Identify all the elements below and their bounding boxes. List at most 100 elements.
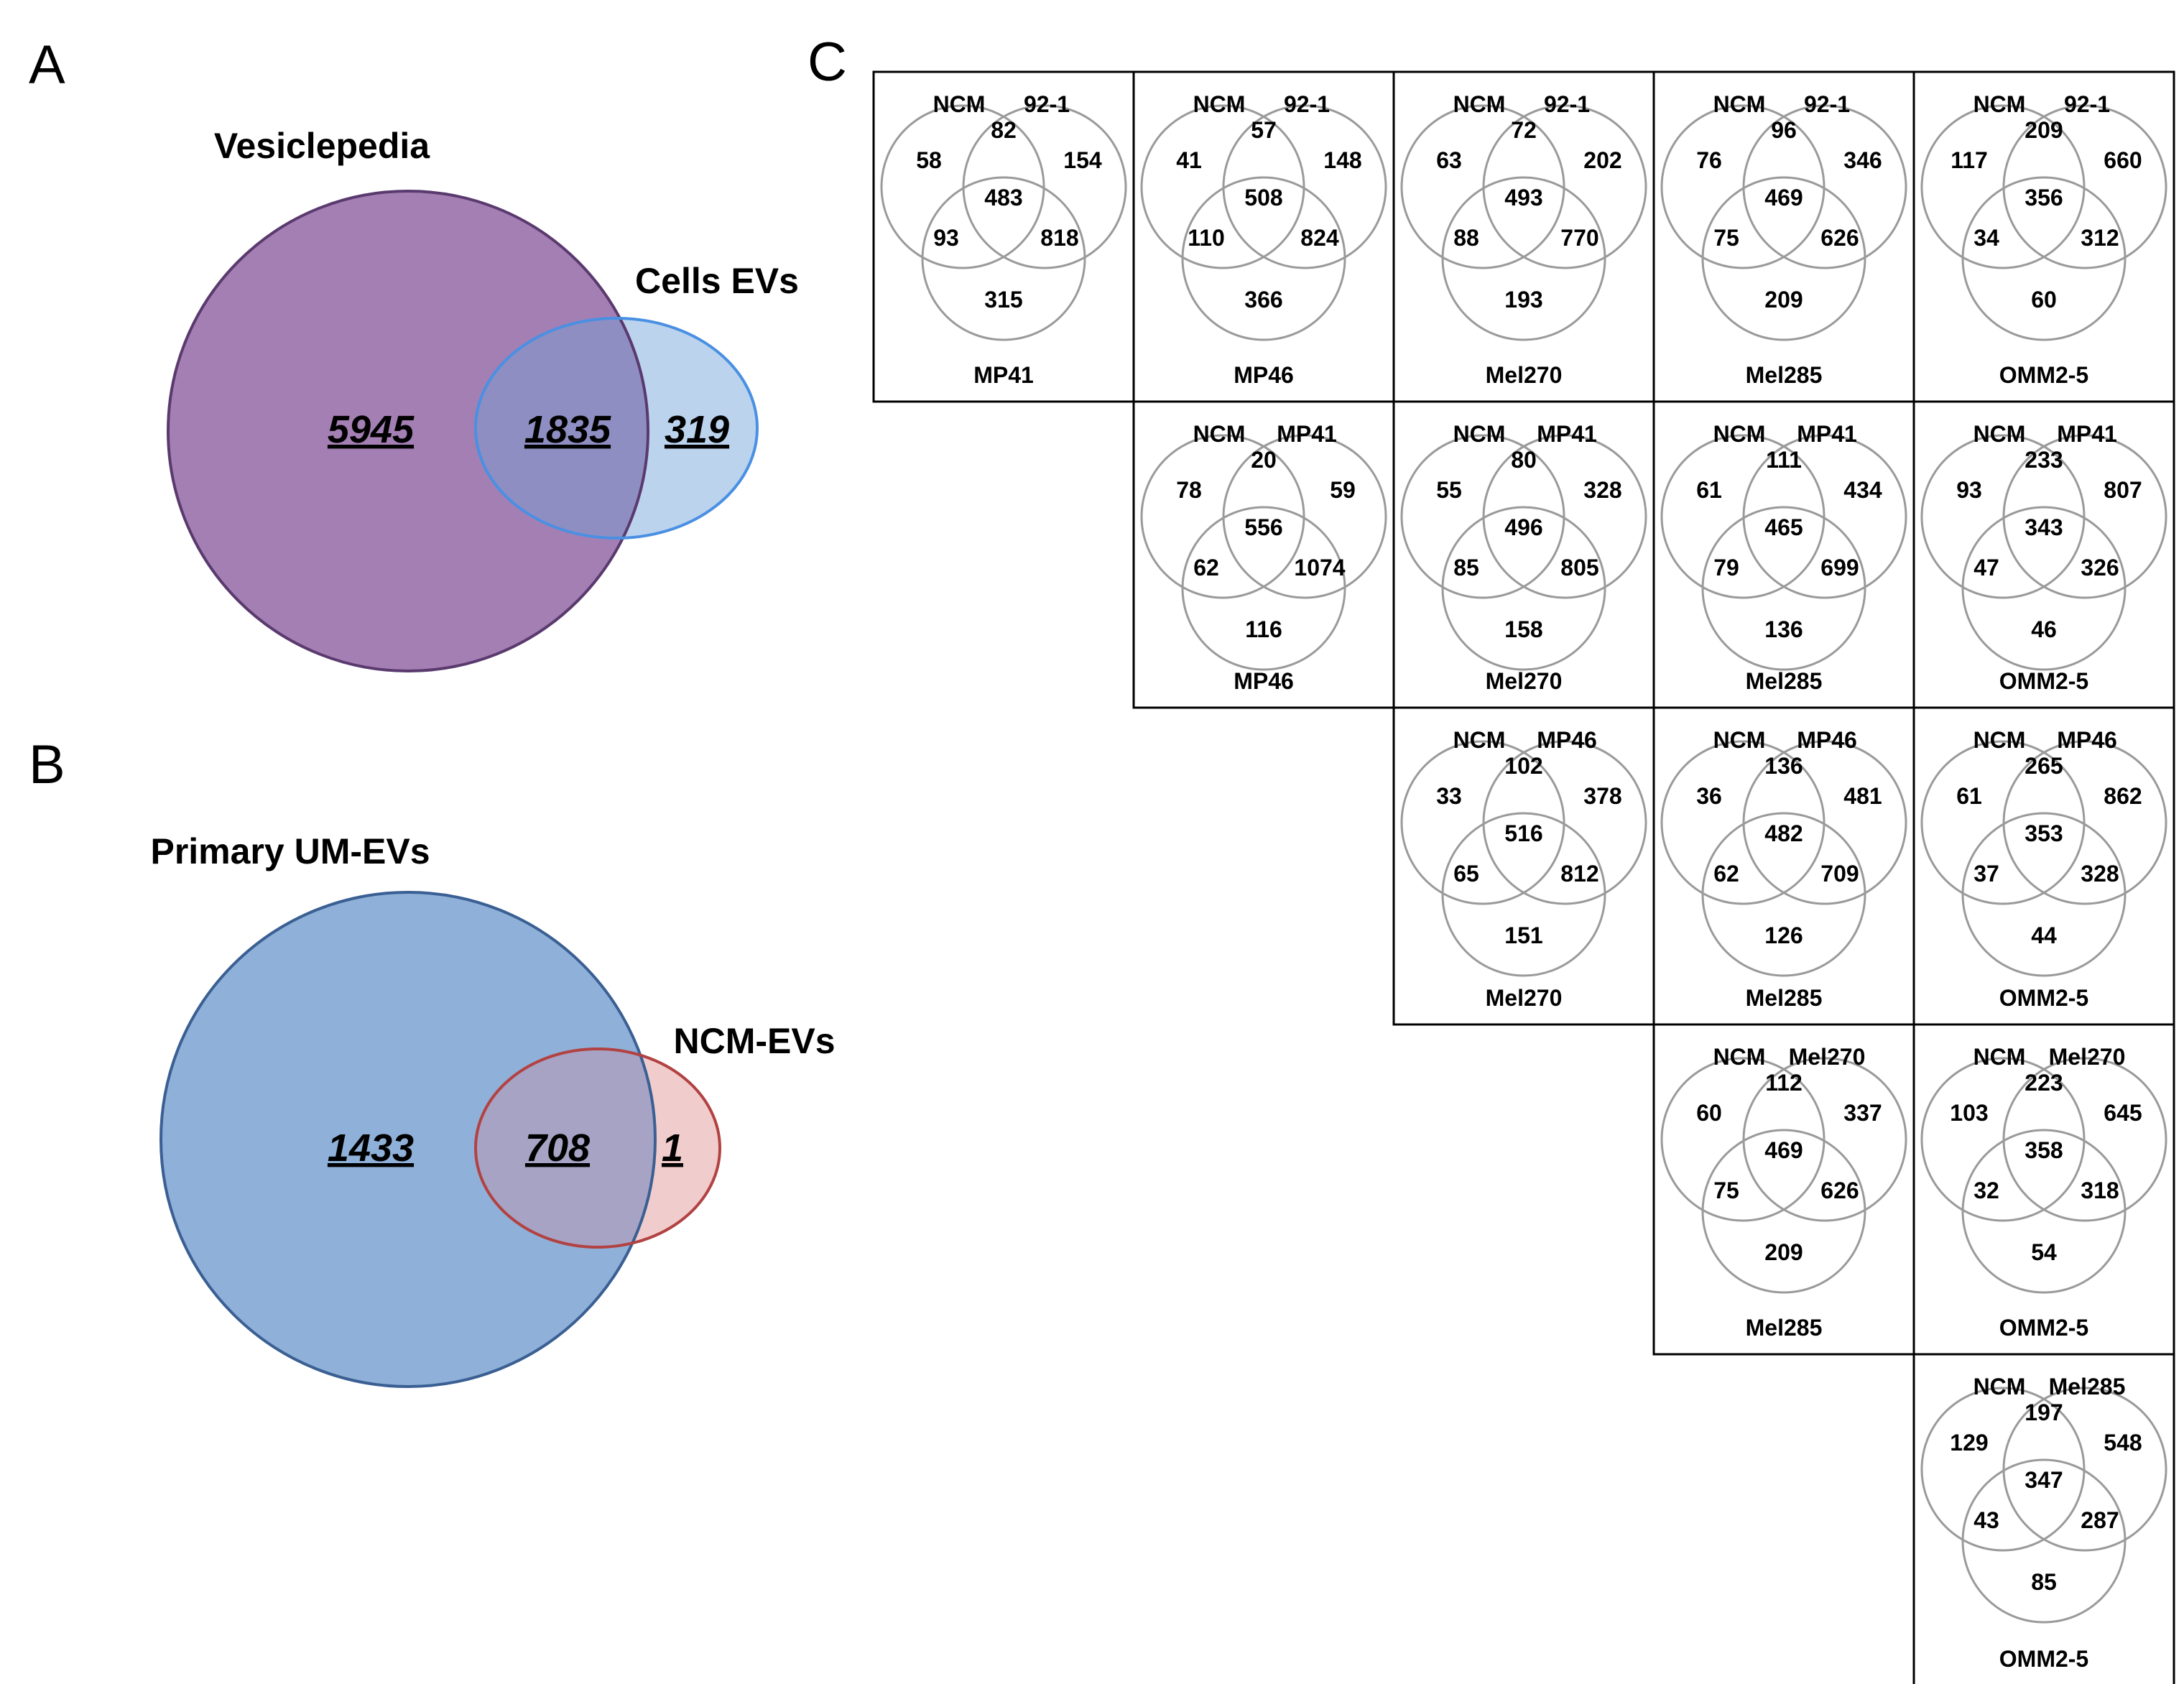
ring-first-set (1660, 104, 1826, 269)
second-set-label: MP41 (2057, 421, 2117, 447)
third-set-label: Mel270 (1486, 362, 1563, 388)
ring-third-set (1961, 176, 2127, 341)
region-count-abc: 358 (2025, 1137, 2063, 1163)
region-count-ac: 88 (1453, 225, 1479, 251)
region-count-b: 346 (1843, 147, 1882, 173)
region-count-b: 862 (2104, 783, 2142, 809)
region-count-b: 378 (1583, 783, 1621, 809)
ring-first-set (1920, 434, 2086, 599)
region-count-a: 103 (1950, 1100, 1988, 1126)
region-count-ab: 209 (2025, 117, 2063, 143)
panel-c-letter: C (808, 32, 847, 93)
ring-second-set (1222, 104, 1387, 269)
ring-second-set (1742, 434, 1907, 599)
region-count-a: 129 (1950, 1430, 1988, 1456)
ring-first-set (1920, 740, 2086, 905)
region-count-bc: 326 (2081, 555, 2119, 580)
region-count-bc: 824 (1300, 225, 1339, 251)
ring-second-set (962, 104, 1127, 269)
ring-second-set (1222, 434, 1387, 599)
region-count-ac: 37 (1974, 861, 1999, 887)
region-count-a: 63 (1436, 147, 1462, 173)
region-count-ab: 72 (1511, 117, 1537, 143)
second-set-label: Mel285 (2049, 1374, 2126, 1400)
second-set-label: MP41 (1537, 421, 1597, 447)
region-count-bc: 312 (2081, 225, 2119, 251)
region-count-a: 60 (1696, 1100, 1722, 1126)
region-count-abc: 508 (1244, 185, 1282, 210)
region-count-abc: 516 (1504, 820, 1542, 846)
ring-first-set (1400, 434, 1565, 599)
first-set-label: NCM (1453, 91, 1506, 117)
region-count-abc: 343 (2025, 514, 2063, 540)
region-count-c: 44 (2031, 922, 2057, 948)
second-set-label: 92-1 (1284, 91, 1330, 117)
region-count-ac: 110 (1188, 225, 1225, 251)
region-count-c: 85 (2031, 1569, 2057, 1595)
region-count-a: 61 (1956, 783, 1982, 809)
first-set-label: NCM (1453, 727, 1506, 753)
ring-first-set (1140, 434, 1305, 599)
region-count-bc: 328 (2081, 861, 2119, 887)
primary-um-evs-outline (159, 891, 657, 1388)
region-count-abc: 356 (2025, 185, 2063, 210)
region-count-a: 76 (1696, 147, 1722, 173)
region-count-c: 54 (2031, 1239, 2057, 1265)
region-count-bc: 318 (2081, 1178, 2119, 1203)
ring-third-set (1961, 506, 2127, 671)
region-count-abc: 483 (984, 185, 1022, 210)
ring-third-set (1181, 506, 1346, 671)
first-set-label: NCM (1974, 1044, 2026, 1070)
region-count-a: 61 (1696, 477, 1722, 503)
region-count-ab: 82 (991, 117, 1017, 143)
region-count-ab: 112 (1765, 1070, 1803, 1096)
first-set-label: NCM (1713, 1044, 1766, 1070)
ring-third-set (921, 176, 1086, 341)
ring-first-set (1660, 1057, 1826, 1222)
region-count-c: 46 (2031, 616, 2057, 642)
first-set-label: NCM (1713, 91, 1766, 117)
region-count-ac: 65 (1453, 861, 1479, 887)
region-count-abc: 347 (2025, 1467, 2063, 1493)
ring-first-set (1920, 1387, 2086, 1552)
second-set-label: MP46 (1797, 727, 1857, 753)
second-set-label: MP41 (1277, 421, 1337, 447)
region-count-ac: 75 (1713, 1178, 1739, 1203)
primary-um-evs-set (161, 892, 655, 1387)
region-count-bc: 709 (1820, 861, 1859, 887)
region-count-a: 41 (1176, 147, 1202, 173)
panel-a-letter: A (29, 34, 65, 96)
first-set-label: NCM (1713, 421, 1766, 447)
region-count-a: 58 (916, 147, 942, 173)
vesiclepedia-outline (167, 190, 649, 672)
region-count-abc: 353 (2025, 820, 2063, 846)
first-set-label: NCM (1193, 421, 1246, 447)
ring-first-set (1920, 1057, 2086, 1222)
region-count-c: 366 (1244, 287, 1282, 313)
vesiclepedia-set (168, 191, 648, 671)
region-count-bc: 770 (1560, 225, 1598, 251)
region-count-ac: 75 (1713, 225, 1739, 251)
region-count-bc: 626 (1820, 1178, 1859, 1203)
ring-second-set (2002, 104, 2167, 269)
region-count-c: 209 (1764, 287, 1803, 313)
region-count-b: 59 (1330, 477, 1356, 503)
region-count-ac: 93 (933, 225, 959, 251)
ring-first-set (1920, 104, 2086, 269)
ncm-only-count: 1 (662, 1126, 683, 1170)
region-count-ab: 223 (2025, 1070, 2063, 1096)
ring-first-set (1660, 434, 1826, 599)
ring-third-set (1701, 176, 1866, 341)
region-count-b: 337 (1843, 1100, 1882, 1126)
region-count-abc: 493 (1504, 185, 1542, 210)
region-count-ac: 32 (1974, 1178, 1999, 1203)
